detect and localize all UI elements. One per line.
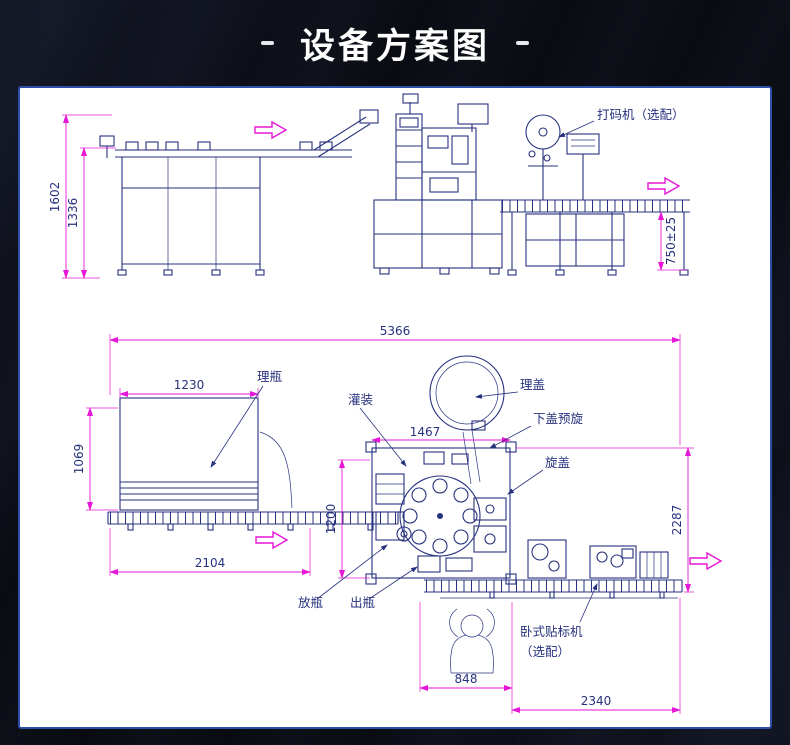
incline-elevator-side-view [313,109,379,158]
plan-view: 5366 1230 1069 [72,324,722,714]
dimension-monoblock-width: 1467 [371,425,511,443]
unscrambler-callout: 理瓶 [210,369,282,468]
labeler-callout: 卧式贴标机 （选配） [520,583,598,659]
title-right-dash-icon [516,41,529,45]
bottle-place-callout: 放瓶 [298,544,388,610]
filling-capping-monoblock-plan-view [365,429,517,585]
dimension-table-height: 1336 [66,147,116,279]
dimension-operator-section: 848 [419,602,513,714]
dimension-conveyor-height: 750±25 [657,211,686,271]
flow-direction-arrow-icon [689,552,722,570]
bottle-place-callout-label: 放瓶 [298,595,323,610]
unscrambler-callout-label: 理瓶 [257,369,282,384]
labeler-callout-line2: （选配） [520,644,570,659]
dimension-unscrambler-depth: 1069 [72,407,118,511]
dimension-infeed-length: 2104 [109,528,311,576]
dimension-monoblock-depth: 1200 [324,459,370,579]
bottle-out-callout-label: 出瓶 [350,595,375,610]
bottle-out-callout: 出瓶 [350,566,418,610]
filling-machine-side-view [373,93,503,275]
flow-direction-arrow-icon [255,531,288,549]
dim-total-length-label: 5366 [380,324,411,338]
title-left-dash-icon [260,41,274,45]
filling-callout: 灌装 [348,392,407,467]
dim-unscrambler-width-label: 1230 [174,378,205,392]
side-elevation-view: 1602 1336 750±25 打码机（选配） [48,93,690,279]
filling-callout-label: 灌装 [348,392,373,407]
unscrambler-table-side-view [99,135,352,276]
dim-infeed-length-label: 2104 [195,556,226,570]
dim-monoblock-depth-label: 1200 [324,504,338,535]
dim-unscrambler-depth-label: 1069 [72,444,86,475]
coder-machine-side-view [525,114,600,200]
cap-prerotate-callout-label: 下盖预旋 [533,411,584,426]
dim-conveyor-height-label: 750±25 [664,217,678,265]
infeed-conveyor-plan-view [107,511,412,542]
dim-total-height-label: 1602 [48,182,62,213]
dim-operator-section-label: 848 [455,672,478,686]
flow-direction-arrow-icon [254,121,287,139]
cap-sorter-bowl-plan-view [429,355,505,431]
equipment-scheme-drawing: 1602 1336 750±25 打码机（选配） 5366 [48,93,722,714]
labeler-plan-view [527,539,669,579]
capping-callout-label: 旋盖 [545,455,570,470]
dim-line-depth-label: 2287 [670,505,684,536]
outfeed-conveyor-plan-view [424,579,683,599]
flow-direction-arrow-icon [647,177,680,195]
labeler-callout-line1: 卧式贴标机 [520,624,583,639]
capping-callout: 旋盖 [507,455,570,495]
dimension-total-height: 1602 [48,114,112,279]
operator-figure [449,608,495,674]
coder-callout: 打码机（选配） [558,107,685,138]
dim-table-height-label: 1336 [66,198,80,229]
page-header: 设备方案图 [0,0,790,86]
dim-labeler-section-label: 2340 [581,694,612,708]
cap-sorter-callout-label: 理盖 [520,377,545,392]
dimension-total-length: 5366 [109,324,681,445]
coder-callout-label: 打码机（选配） [597,107,685,122]
dimension-unscrambler-width: 1230 [119,378,259,398]
dimension-line-depth: 2287 [516,447,694,593]
cap-sorter-callout: 理盖 [475,377,545,399]
outfeed-conveyor-side-view [500,199,690,276]
unscrambler-plan-view [119,397,293,511]
cap-prerotate-callout: 下盖预旋 [489,411,584,449]
drawing-panel: 1602 1336 750±25 打码机（选配） 5366 [18,86,772,729]
dimension-labeler-section: 2340 [511,598,681,714]
dim-monoblock-width-label: 1467 [410,425,441,439]
page-title: 设备方案图 [299,26,490,67]
